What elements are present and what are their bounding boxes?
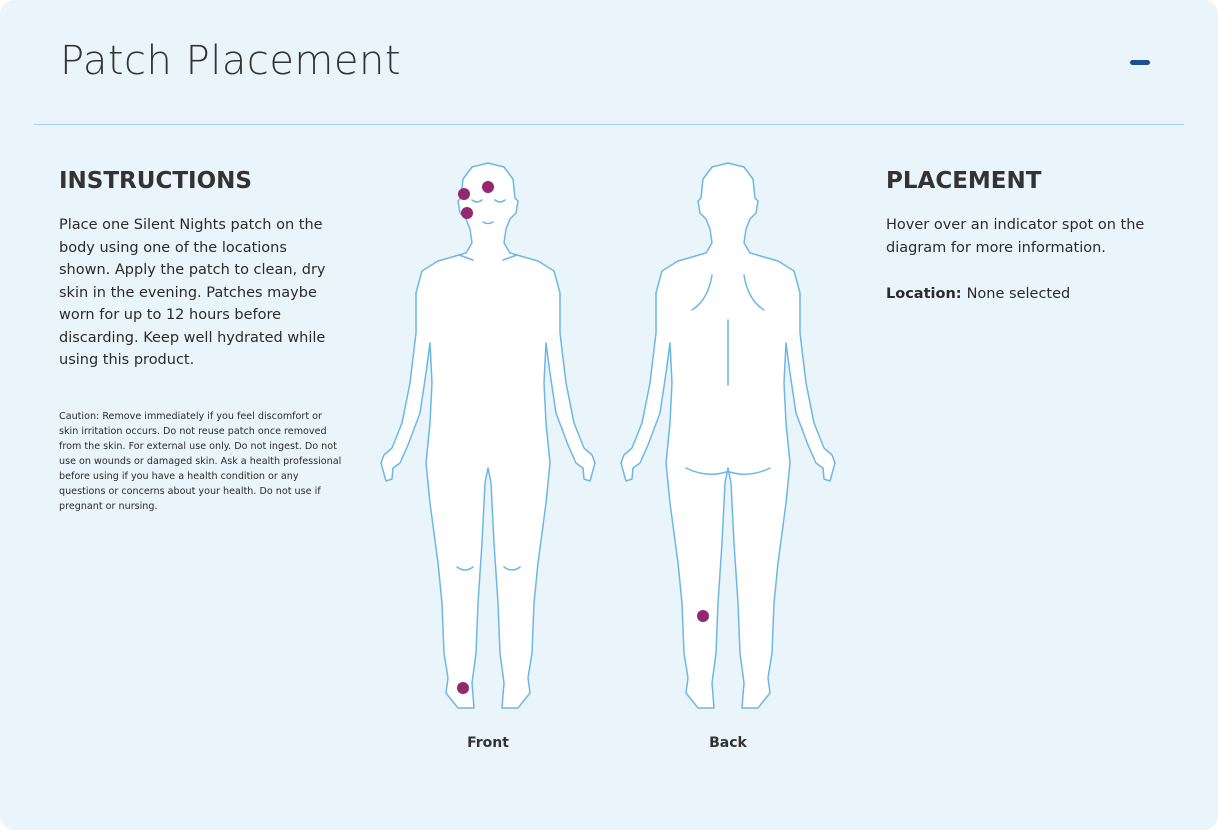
indicator-spot-temple[interactable]	[458, 188, 470, 200]
page-title: Patch Placement	[60, 38, 402, 84]
front-label: Front	[467, 735, 509, 751]
divider	[34, 124, 1184, 125]
indicator-spot-cheek[interactable]	[461, 207, 473, 219]
location-value: None selected	[966, 286, 1071, 302]
buttocks	[685, 467, 771, 475]
placement-heading: PLACEMENT	[886, 168, 1042, 194]
back-body-outline	[620, 162, 836, 709]
instructions-text: Place one Silent Nights patch on the bod…	[59, 217, 326, 368]
knees	[456, 566, 521, 571]
front-body-outline	[380, 162, 596, 709]
left-eye	[471, 199, 483, 203]
caution-text: Caution: Remove immediately if you feel …	[59, 411, 342, 512]
location-readout: Location:None selected	[886, 286, 1070, 302]
placement-hint: Hover over an indicator spot on the diag…	[886, 217, 1145, 256]
minus-icon	[1130, 60, 1150, 65]
indicator-spot-forehead[interactable]	[482, 181, 494, 193]
mouth	[482, 221, 494, 225]
right-eye	[494, 199, 506, 203]
location-label: Location:	[886, 286, 962, 302]
collarbones	[458, 254, 518, 261]
collapse-button[interactable]	[1128, 58, 1152, 68]
indicator-spot-foot[interactable]	[457, 682, 469, 694]
shoulder-blades	[691, 274, 765, 311]
indicator-spot-calf[interactable]	[697, 610, 709, 622]
instructions-heading: INSTRUCTIONS	[59, 168, 252, 194]
back-label: Back	[709, 735, 747, 751]
